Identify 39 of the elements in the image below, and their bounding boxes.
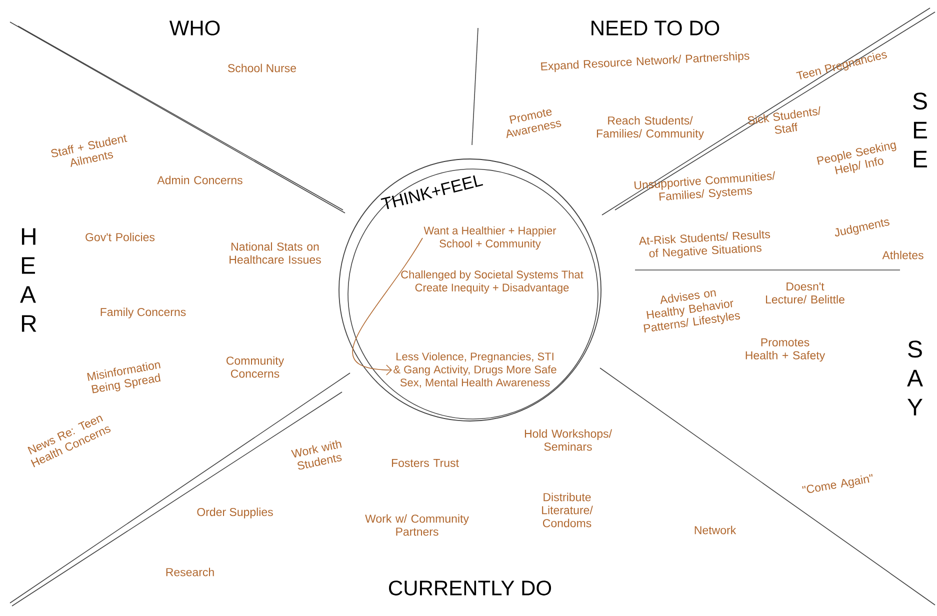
sticky-note-text: Fosters Trust [392,459,459,468]
thought-text: Less Violence, Pregnancies, STI & Gang Activity, Drugs More Safe Sex, Mental Health Awareness [394,352,556,388]
thought-text: Challenged by Societal Systems That Create Inequity + Disadvantage [401,270,584,294]
sticky-note-text: At-Risk Students/ Results of Negative Situations [639,230,770,258]
sticky-note-text: Admin Concerns [157,176,242,184]
sticky-note-text: School Nurse [228,64,296,72]
sticky-note-text: Hold Workshops/ Seminars [524,429,612,451]
sticky-note-text: "Come Again" [802,474,872,493]
sticky-note-text: Judgments [834,219,890,236]
section-heading: CURRENTLY DO [389,580,552,596]
sticky-note-text: Promotes Health + Safety [746,338,826,362]
sticky-note-text: Athletes [882,250,924,260]
sticky-note-text: Expand Resource Network/ Partnerships [541,52,750,72]
sticky-note-text: Family Concerns [100,308,186,318]
sticky-note-text: Reach Students/ Families/ Community [596,116,704,140]
sticky-note-text: Distribute Literature/ Condoms [542,492,593,528]
section-heading: SEE [913,92,927,168]
arrow [352,238,423,376]
sticky-note-text: Doesn't Lecture/ Belittle [766,282,844,304]
sticky-note-text: Order Supplies [197,508,273,518]
section-heading: SAY [907,340,923,416]
sticky-note-text: Gov't Policies [86,232,155,242]
sticky-note-text: Research [166,568,214,576]
sticky-note-text: Unsupportive Communities/ Families/ Systems [634,171,775,201]
sticky-note-text: National Stats on Healthcare Issues [230,242,321,264]
sticky-note-text: Misinformation Being Spread [87,362,161,394]
sticky-note-text: Sick Students/ Staff [748,106,820,134]
sticky-note-text: Work with Students [291,440,342,470]
sticky-note-text: People Seeking Help/ Info [816,142,896,174]
sticky-note-text: Staff + Student Ailments [51,134,128,167]
section-heading: HEAR [20,228,36,332]
sticky-note-text: Advises on Healthy Behavior Patterns/ Lifestyles [644,290,740,332]
thought-text: Want a Healthier + Happier School + Community [424,226,556,250]
sticky-note-text: Promote Awareness [506,109,562,138]
section-heading: NEED TO DO [592,20,720,36]
sticky-note-text: Work w/ Community Partners [365,514,469,536]
sticky-note-text: Network [694,526,736,534]
section-heading: WHO [169,20,220,36]
sticky-note-text: Community Concerns [226,356,284,378]
